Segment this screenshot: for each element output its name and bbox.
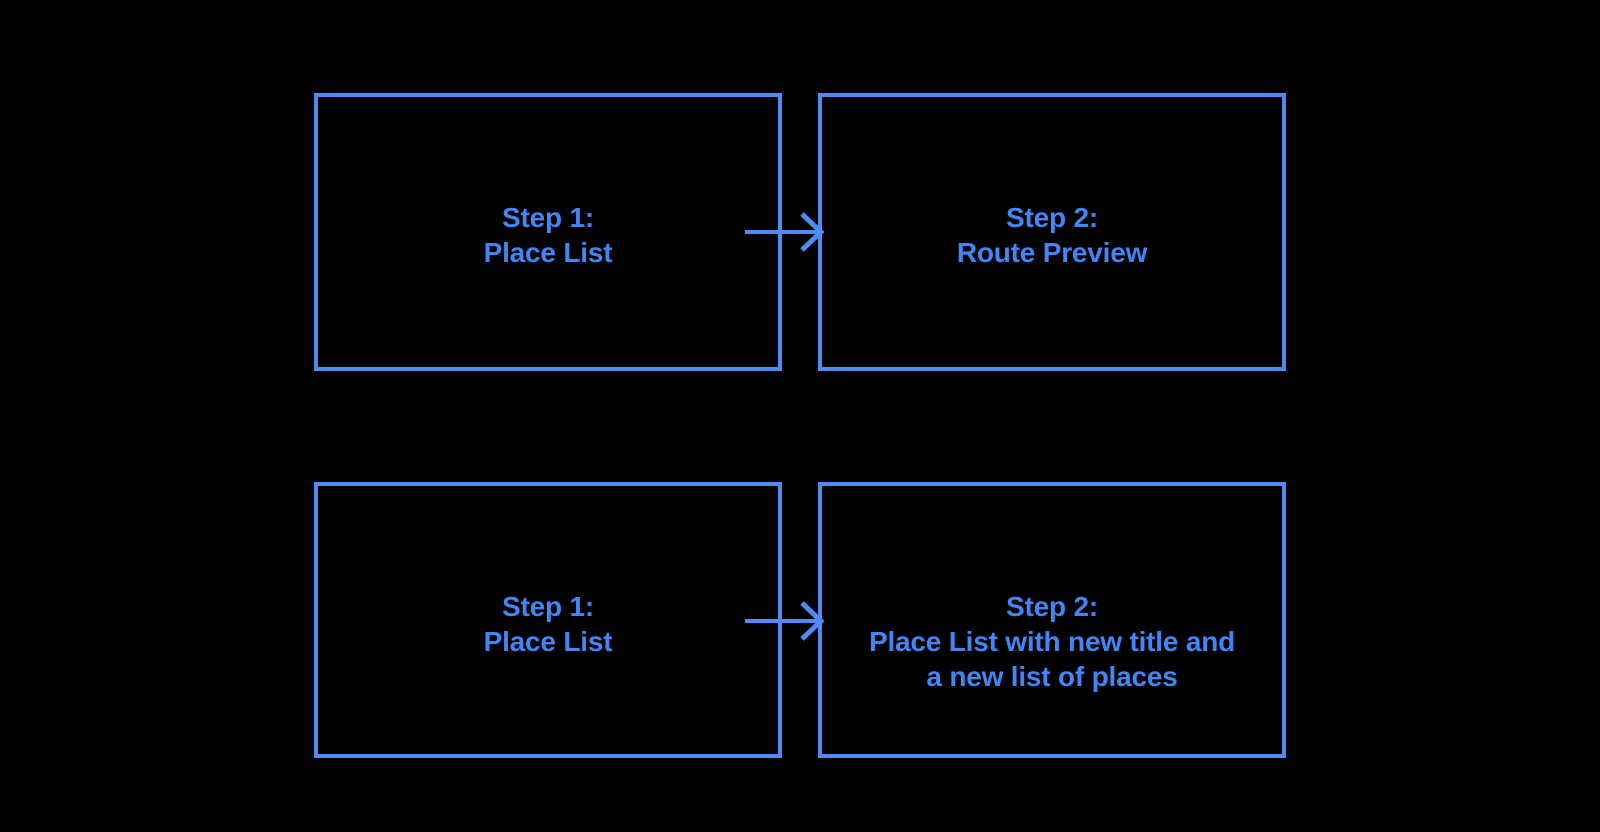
box-label-line: Place List with new title and — [868, 626, 1236, 657]
box-label-line: Step 1: — [502, 591, 594, 622]
box-label-line: Place List — [483, 237, 613, 268]
box-label-line: Route Preview — [956, 237, 1148, 268]
step1-box-row2: Step 1: Place List — [314, 482, 782, 758]
box-label-line: Place List — [483, 626, 613, 657]
step2-box-row2-label: Step 2: Place List with new title and a … — [822, 589, 1282, 694]
box-label-line: a new list of places — [926, 661, 1178, 692]
box-label-line: Step 2: — [1006, 202, 1098, 233]
arrow-right-icon — [745, 212, 825, 252]
step1-box-row1-label: Step 1: Place List — [318, 200, 778, 270]
step2-box-row1-label: Step 2: Route Preview — [822, 200, 1282, 270]
arrow-right-icon — [745, 601, 825, 641]
step2-box-row2: Step 2: Place List with new title and a … — [818, 482, 1286, 758]
box-label-line: Step 2: — [1006, 591, 1098, 622]
box-label-line: Step 1: — [502, 202, 594, 233]
step1-box-row2-label: Step 1: Place List — [318, 589, 778, 659]
step1-box-row1: Step 1: Place List — [314, 93, 782, 371]
step2-box-row1: Step 2: Route Preview — [818, 93, 1286, 371]
